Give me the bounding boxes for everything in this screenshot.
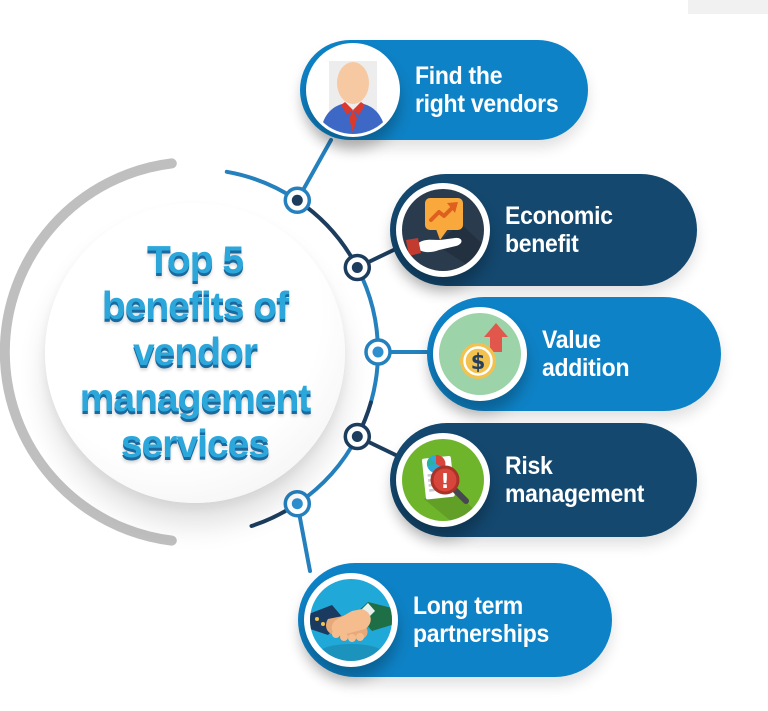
center-title-circle: Top 5 benefits of vendor management serv… [45, 203, 345, 503]
connector-node-1 [283, 186, 312, 215]
benefit-pill-economic-benefit: Economic benefit [390, 174, 697, 286]
title-line: vendor [132, 331, 258, 374]
pill-label-line: right vendors [415, 90, 559, 118]
growth-chart-hand-icon [396, 183, 490, 277]
pill-label-line: addition [542, 354, 630, 382]
dollar-coin-arrow-icon: $ [433, 307, 527, 401]
benefit-pill-value-addition: $ Value addition [427, 297, 721, 411]
pill-label: Find the right vendors [415, 40, 559, 140]
pill-label: Economic benefit [505, 174, 613, 286]
benefit-pill-long-term-partnerships: Long term partnerships [298, 563, 612, 677]
report-magnifier-alert-icon: ! [396, 433, 490, 527]
pill-label-line: benefit [505, 230, 579, 258]
pill-label-line: Economic [505, 202, 613, 230]
dollar-symbol: $ [471, 350, 486, 374]
title-line: benefits of [101, 285, 289, 328]
pill-label-line: Long term [413, 592, 523, 620]
title-line: management [79, 377, 312, 420]
pill-label: Risk management [505, 423, 644, 537]
gray-arc [0, 158, 177, 546]
handshake-icon [304, 573, 398, 667]
title-line: Top 5 [146, 239, 244, 282]
pill-label: Long term partnerships [413, 563, 549, 677]
connector-node-5 [283, 489, 312, 518]
pill-label-line: Value [542, 326, 601, 354]
pill-label-line: Find the [415, 62, 503, 90]
pill-label-line: Risk [505, 452, 553, 480]
title-line: services [120, 423, 270, 466]
connector-node-3 [364, 338, 392, 366]
person-avatar-icon [306, 43, 400, 137]
benefit-pill-find-right-vendors: Find the right vendors [300, 40, 588, 140]
alert-exclamation: ! [440, 469, 449, 493]
benefit-pill-risk-management: ! Risk management [390, 423, 697, 537]
connector-node-4 [343, 422, 372, 451]
pill-label-line: management [505, 480, 645, 508]
pill-label: Value addition [542, 297, 630, 411]
connector-node-2 [343, 253, 372, 282]
corner-artifact [688, 0, 768, 14]
pill-label-line: partnerships [413, 620, 550, 648]
